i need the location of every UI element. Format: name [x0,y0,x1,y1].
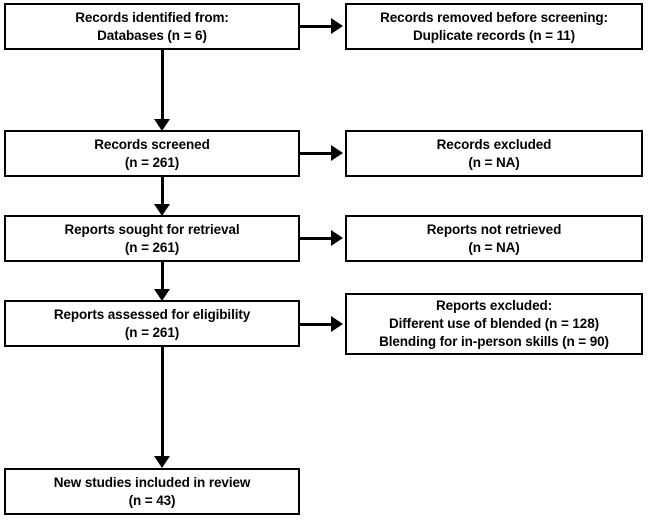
node-not-retrieved-line-1: Reports not retrieved [426,221,562,237]
node-removed-before-screening: Records removed before screening: Duplic… [345,3,643,50]
connector-sought-to-not-retrieved [300,237,336,240]
node-records-excluded: Records excluded (n = NA) [345,130,643,177]
node-records-screened-line-2: (n = 261) [124,154,180,170]
node-reports-excluded-line-2: Different use of blended (n = 128) [388,316,599,331]
node-identification-line-2: Databases (n = 6) [97,27,207,43]
node-reports-assessed-line-1: Reports assessed for eligibility [53,306,251,322]
arrowhead-identification-to-screened [154,119,170,131]
node-records-screened: Records screened (n = 261) [4,130,300,177]
node-included-line-1: New studies included in review [53,474,251,490]
node-identification: Records identified from: Databases (n = … [4,3,300,50]
connector-identification-to-screened [161,50,164,128]
node-identification-line-1: Records identified from: [75,9,229,25]
connector-assessed-to-included [161,347,164,460]
node-removed-line-1: Records removed before screening: [380,9,608,25]
connector-screened-to-sought [161,177,164,209]
connector-screened-to-excluded [300,152,336,155]
node-records-excluded-line-1: Records excluded [436,136,552,152]
node-records-screened-line-1: Records screened [94,136,210,152]
node-reports-not-retrieved: Reports not retrieved (n = NA) [345,215,643,262]
node-reports-assessed-line-2: (n = 261) [124,324,180,340]
node-reports-excluded-line-1: Reports excluded: [435,298,553,313]
node-reports-excluded-line-3: Blending for in-person skills (n = 90) [379,334,609,349]
node-reports-sought: Reports sought for retrieval (n = 261) [4,215,300,262]
arrowhead-screened-to-excluded [331,145,343,161]
node-included: New studies included in review (n = 43) [4,468,300,515]
arrowhead-assessed-to-included [154,456,170,468]
node-reports-sought-line-1: Reports sought for retrieval [64,221,240,237]
arrowhead-sought-to-not-retrieved [331,230,343,246]
node-included-line-2: (n = 43) [128,492,176,508]
arrowhead-sought-to-assessed [154,289,170,301]
arrowhead-screened-to-sought [154,204,170,216]
node-reports-sought-line-2: (n = 261) [124,239,180,255]
node-reports-excluded: Reports excluded: Different use of blend… [345,293,643,355]
connector-assessed-to-reports-excluded [300,323,336,326]
node-removed-line-2: Duplicate records (n = 11) [412,27,576,43]
arrowhead-identification-to-removed [331,18,343,34]
connector-identification-to-removed [300,25,336,28]
connector-sought-to-assessed [161,262,164,294]
node-records-excluded-line-2: (n = NA) [468,154,520,170]
node-reports-assessed: Reports assessed for eligibility (n = 26… [4,300,300,347]
arrowhead-assessed-to-reports-excluded [331,316,343,332]
node-not-retrieved-line-2: (n = NA) [468,239,520,255]
